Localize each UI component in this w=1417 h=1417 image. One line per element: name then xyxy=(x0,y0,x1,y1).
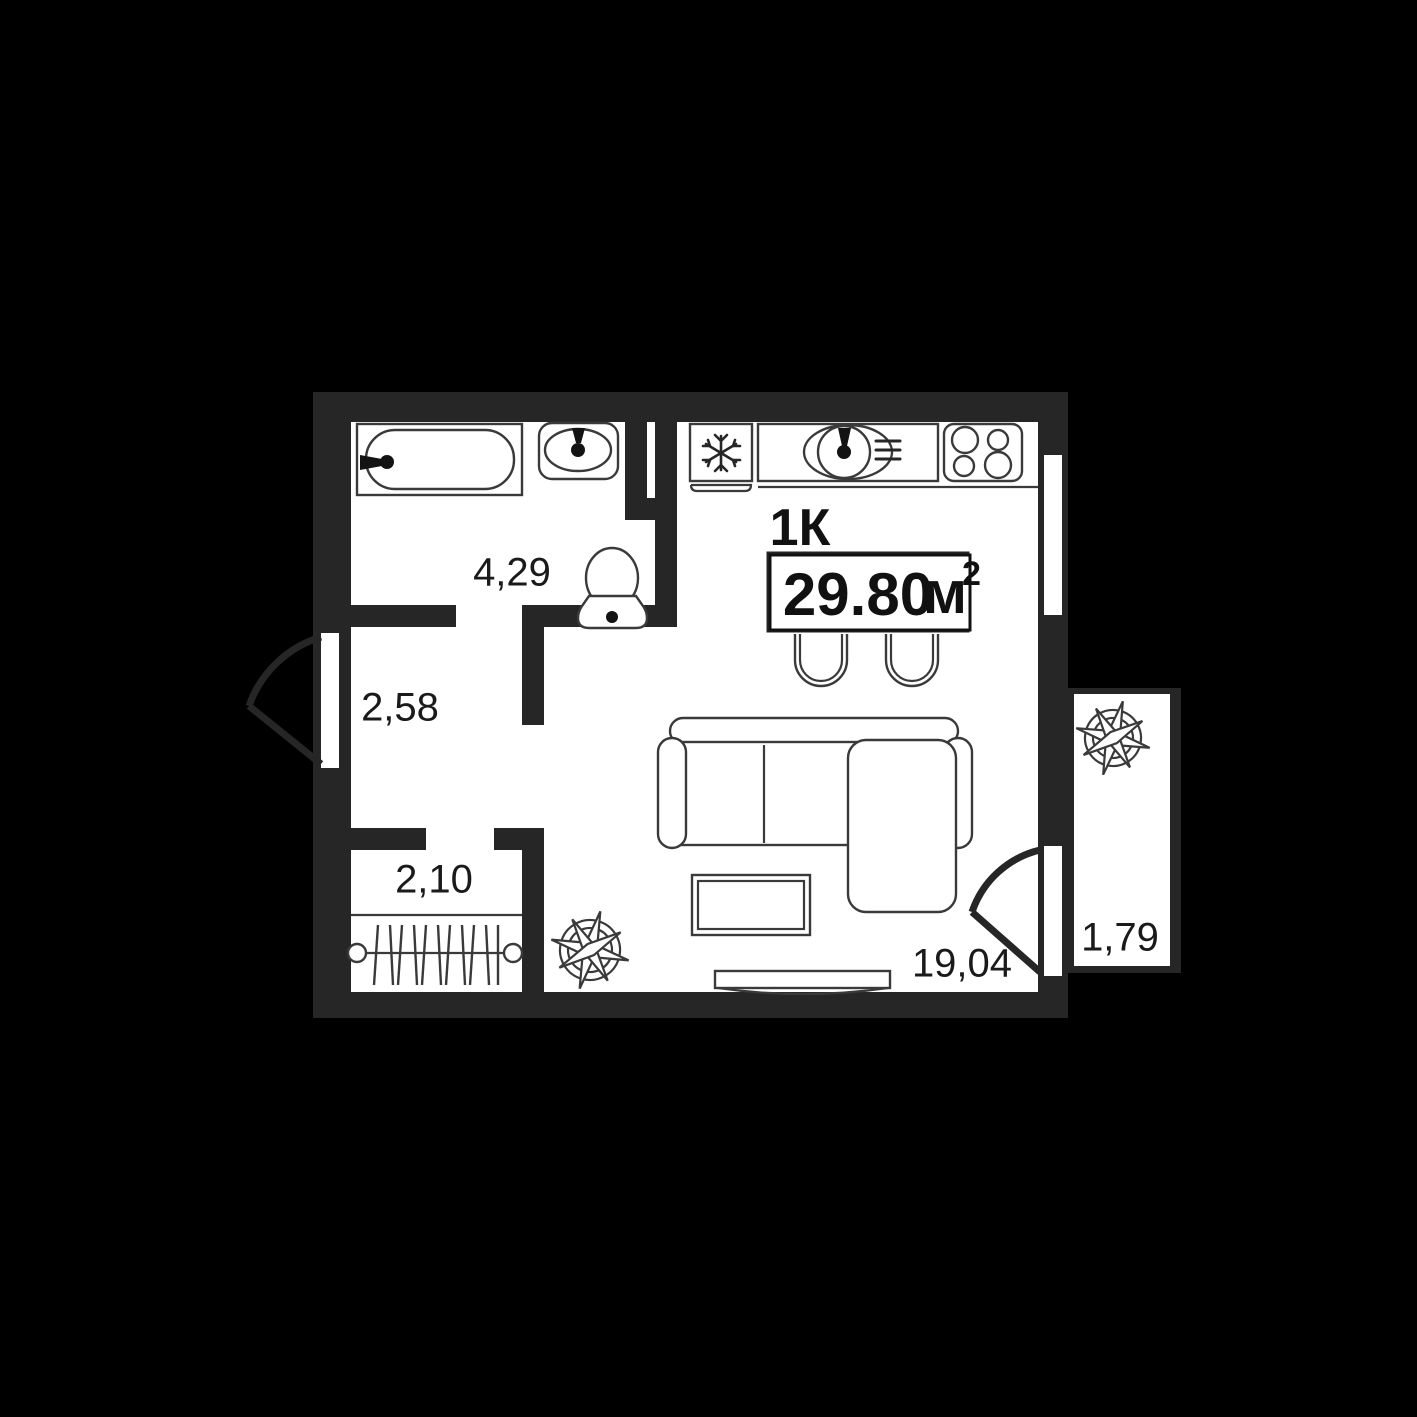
closet-fixtures xyxy=(346,913,524,986)
windows xyxy=(321,455,1062,976)
balcony-door-leaf xyxy=(1044,846,1062,976)
washbasin-faucet xyxy=(572,428,585,443)
interior-partitions xyxy=(351,422,677,992)
balcony-door-arc xyxy=(968,846,1041,914)
living-room-furniture xyxy=(656,716,974,996)
entrance-door-panel xyxy=(246,703,324,767)
label-bathroom: 4,29 xyxy=(473,551,551,595)
entrance-door-arc xyxy=(245,633,323,708)
window-right-upper xyxy=(1044,455,1062,615)
sofa-armrest-left xyxy=(656,736,688,850)
burner-front-right xyxy=(983,450,1013,480)
label-living-room: 19,04 xyxy=(912,942,1012,986)
burner-front-left xyxy=(952,454,976,478)
door-swings xyxy=(245,633,1043,975)
rail-end-left xyxy=(346,942,368,964)
label-balcony: 1,79 xyxy=(1081,916,1159,960)
total-area-unit-superscript: 2 xyxy=(962,555,981,593)
bathtub-drain xyxy=(380,455,394,469)
wardrobe-hangers xyxy=(372,924,500,986)
total-area-value: 29.80 xyxy=(783,561,933,628)
label-closet: 2,10 xyxy=(395,858,473,902)
kitchen-faucet xyxy=(838,428,851,446)
burner-rear-left xyxy=(950,425,980,455)
apartment-type-title: 1К xyxy=(770,499,831,557)
snowflake-icon xyxy=(701,433,742,473)
drainboard-grooves xyxy=(874,439,902,461)
sofa-chaise xyxy=(846,738,958,914)
compass-rose-hall xyxy=(550,910,630,990)
bathroom-fixtures xyxy=(355,421,649,630)
apartment-title-block: 1К 29.80 м 2 xyxy=(768,499,981,632)
entrance-door-leaf xyxy=(321,633,339,768)
dining-chair-left xyxy=(793,634,849,688)
toilet-flush-mark xyxy=(606,611,618,623)
bathtub-faucet xyxy=(360,455,382,470)
dining-chair-right xyxy=(884,634,940,688)
total-area-unit: м xyxy=(923,559,967,626)
label-hallway: 2,58 xyxy=(361,686,439,730)
balcony-door-panel xyxy=(969,909,1043,975)
washbasin-drain xyxy=(571,443,585,457)
tv-console xyxy=(713,969,892,990)
compass-rose-balcony xyxy=(1075,700,1151,776)
burner-rear-right xyxy=(986,428,1010,452)
rail-end-right xyxy=(502,942,524,964)
total-area-box xyxy=(768,553,972,632)
room-area-labels: 4,29 2,58 2,10 19,04 1,79 xyxy=(361,551,1159,986)
kitchen-sink-drain xyxy=(837,445,851,459)
coffee-table xyxy=(690,873,812,937)
